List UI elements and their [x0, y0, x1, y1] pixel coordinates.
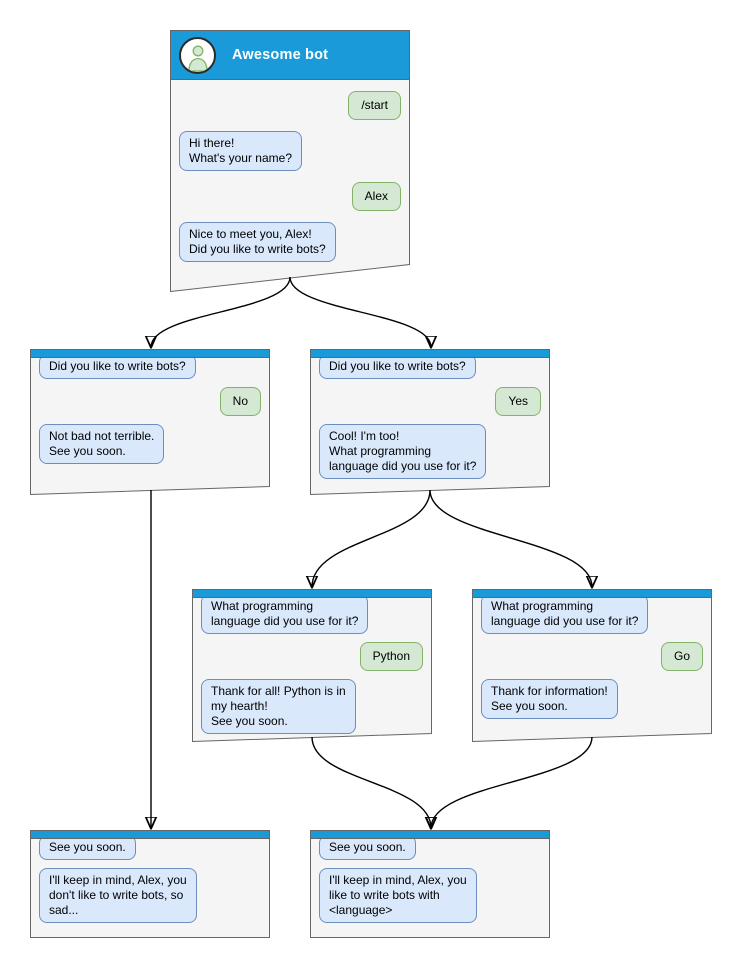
bot-message-bubble: I'll keep in mind, Alex, you don't like … [39, 868, 197, 923]
edge-branch-yes-to-lang-go [429, 489, 592, 587]
window-header-bar [310, 349, 550, 358]
bot-message-bubble: See you soon. [39, 835, 136, 860]
bot-message-bubble: What programming language did you use fo… [481, 594, 649, 634]
bot-message-bubble: I'll keep in mind, Alex, you like to wri… [319, 868, 477, 923]
chat-window-end-yes: See you soon. I'll keep in mind, Alex, y… [310, 830, 550, 938]
person-icon [187, 45, 208, 72]
user-reply-bubble: Yes [495, 387, 541, 416]
chat-window-end-no: See you soon. I'll keep in mind, Alex, y… [30, 830, 270, 938]
edge-lang-python-to-end-yes [311, 736, 431, 828]
window-header-bar: Awesome bot [170, 30, 410, 80]
bot-message-bubble: See you soon. [319, 835, 416, 860]
edge-lang-go-to-end-yes [431, 736, 593, 828]
chat-window-branch-yes: Did you like to write bots? Yes Cool! I'… [310, 349, 550, 495]
edge-branch-yes-to-lang-python [312, 489, 431, 587]
user-reply-bubble: /start [348, 91, 401, 120]
user-reply-bubble: Python [359, 642, 423, 671]
bot-message-bubble: Not bad not terrible. See you soon. [39, 424, 165, 464]
window-header-bar [472, 589, 712, 598]
user-reply-bubble: Go [660, 642, 703, 671]
user-reply-bubble: Alex [351, 182, 401, 211]
bot-avatar [179, 36, 216, 74]
window-header-bar [30, 830, 270, 839]
user-reply-bubble: No [219, 387, 261, 416]
chat-window-start: /start Hi there! What's your name? Alex … [170, 30, 410, 292]
window-header-bar [192, 589, 432, 598]
window-header-bar [30, 349, 270, 358]
bot-message-bubble: What programming language did you use fo… [201, 594, 369, 634]
bot-message-bubble: Did you like to write bots? [39, 354, 196, 379]
bot-message-bubble: Hi there! What's your name? [179, 131, 303, 171]
bot-message-bubble: Did you like to write bots? [319, 354, 476, 379]
window-title: Awesome bot [232, 47, 329, 63]
bot-message-bubble: Nice to meet you, Alex! Did you like to … [179, 222, 336, 262]
bot-message-bubble: Cool! I'm too! What programming language… [319, 424, 487, 479]
chat-window-lang-python: What programming language did you use fo… [192, 589, 432, 742]
chat-window-branch-no: Did you like to write bots? No Not bad n… [30, 349, 270, 495]
chat-window-lang-go: What programming language did you use fo… [472, 589, 712, 742]
window-header-bar [310, 830, 550, 839]
bot-message-bubble: Thank for all! Python is in my hearth! S… [201, 679, 356, 734]
bot-message-bubble: Thank for information! See you soon. [481, 679, 618, 719]
